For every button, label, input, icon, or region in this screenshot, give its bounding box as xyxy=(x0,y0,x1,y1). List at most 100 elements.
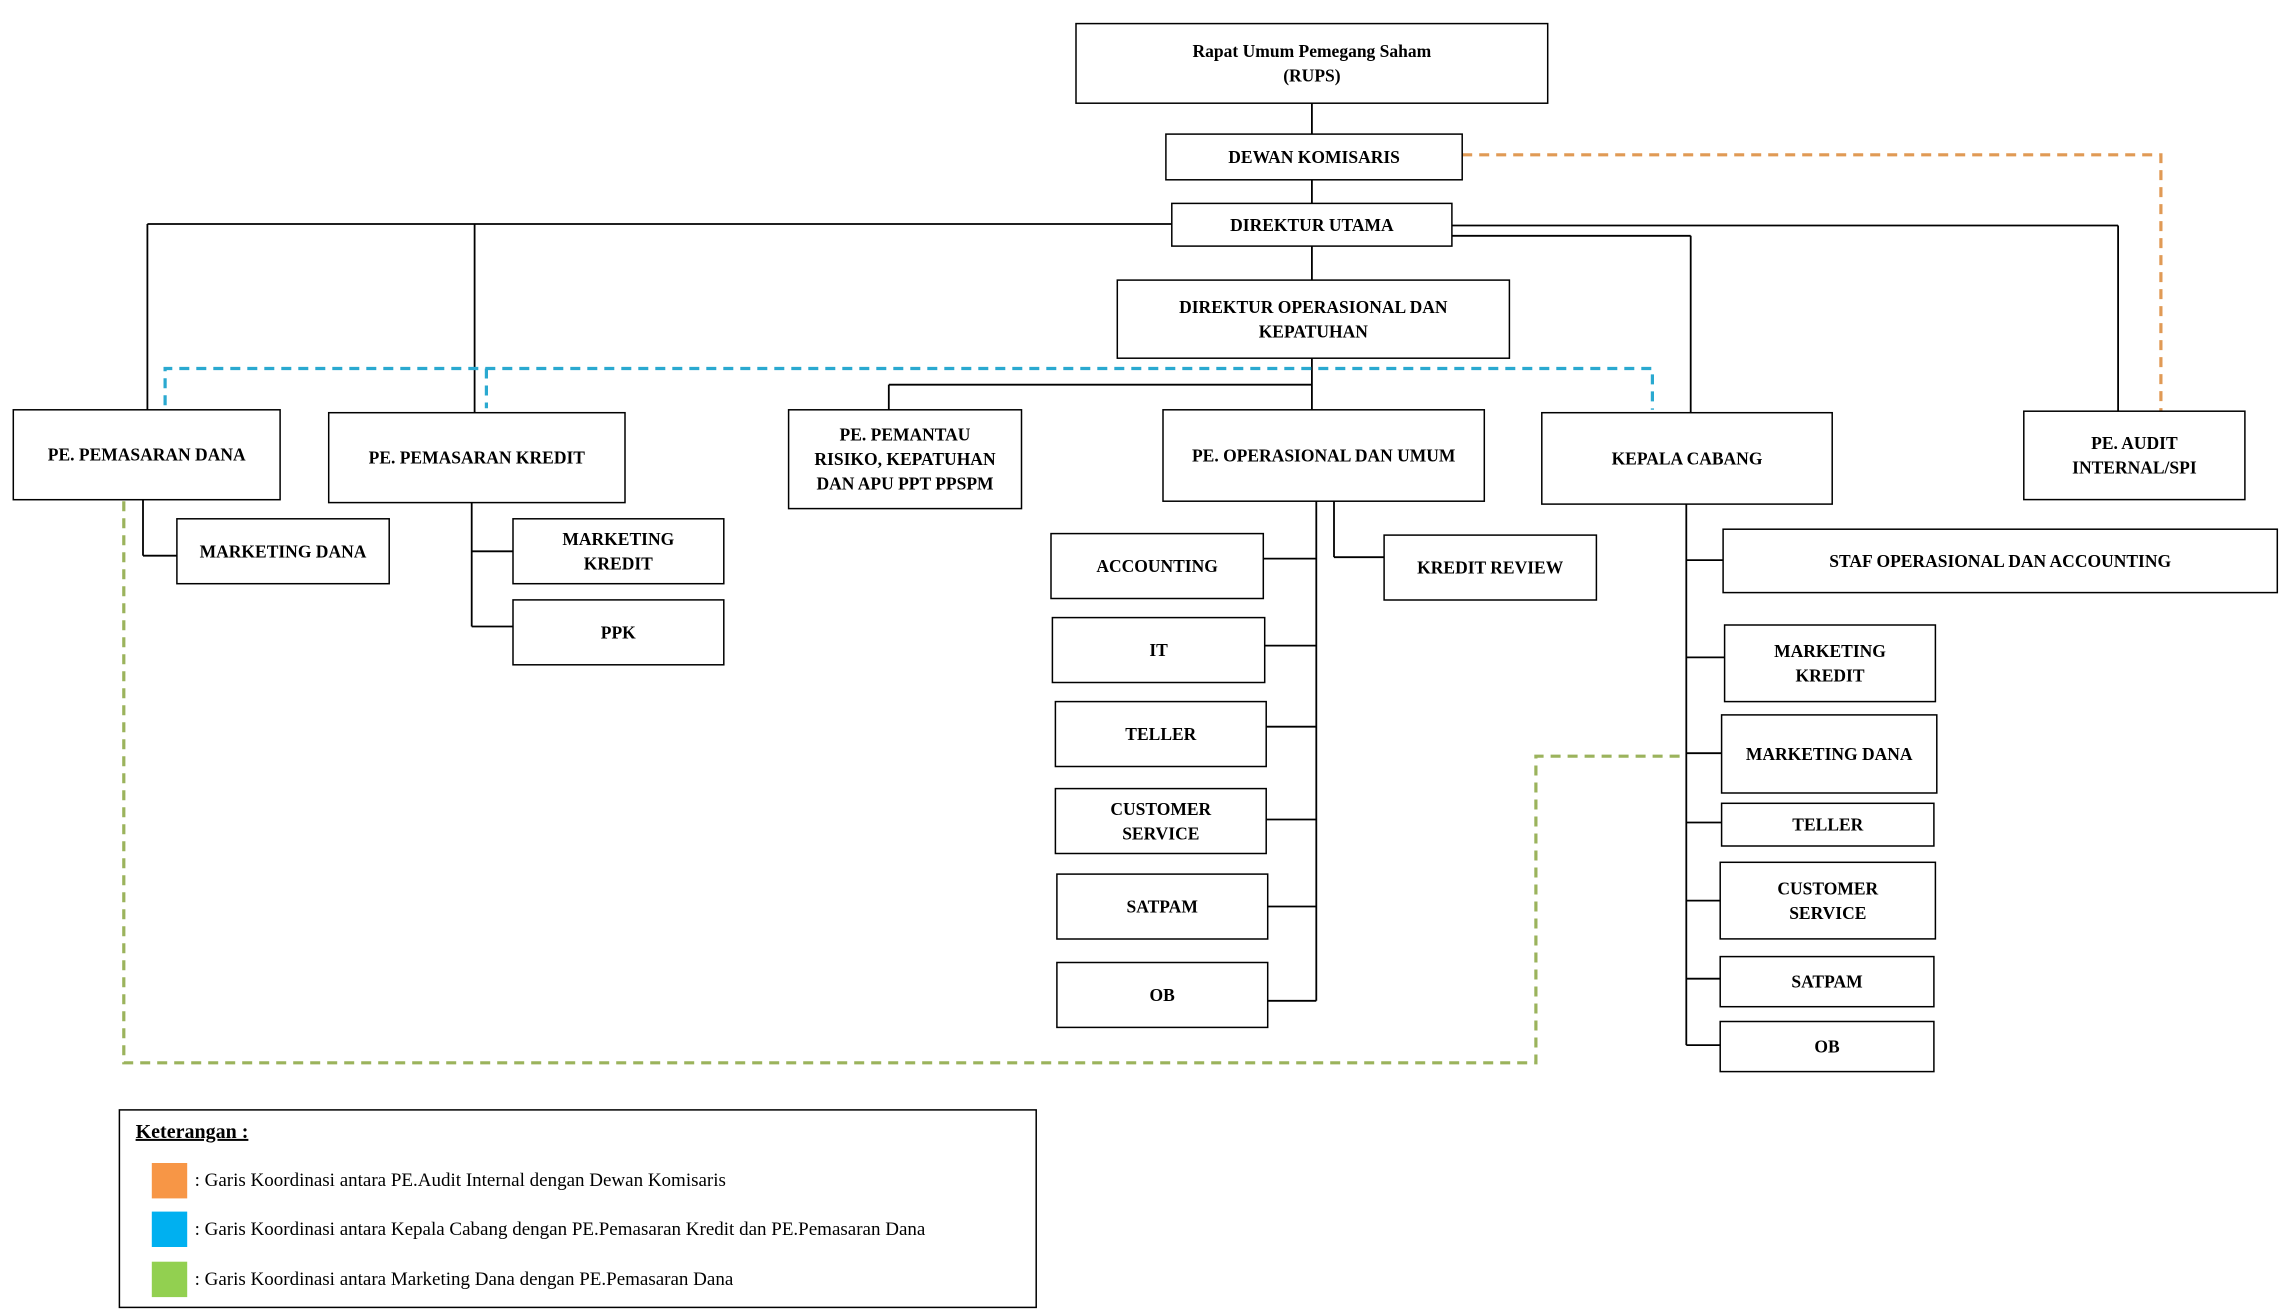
pe-pemasaran-kredit-box: PE. PEMASARAN KREDIT xyxy=(327,411,626,504)
node-label: TELLER xyxy=(1792,815,1863,835)
node-label: Rapat Umum Pemegang Saham xyxy=(1193,41,1432,61)
marketing-dana-box: MARKETING DANA xyxy=(176,518,390,585)
pe-audit-internal-box: PE. AUDIT INTERNAL/SPI xyxy=(2023,410,2246,501)
node-label: OB xyxy=(1814,1037,1840,1057)
node-frame xyxy=(1056,873,1269,940)
it-box: IT xyxy=(1051,616,1266,684)
node-label: PE. AUDIT xyxy=(2091,433,2178,453)
node-label: SATPAM xyxy=(1127,897,1199,917)
node-frame xyxy=(1383,534,1598,601)
node-frame xyxy=(1171,202,1453,247)
pe-pemantau-risiko-box: PE. PEMANTAU RISIKO, KEPATUHAN DAN APU PPT… xyxy=(787,409,1023,510)
node-label: MARKETING xyxy=(562,529,674,549)
branch-customer-service-box: CUSTOMER SERVICE xyxy=(1719,861,1937,940)
node-label: KEPATUHAN xyxy=(1259,321,1369,341)
staf-operasional-box: STAF OPERASIONAL DAN ACCOUNTING xyxy=(1722,528,2279,594)
satpam-box: SATPAM xyxy=(1056,873,1269,940)
node-frame xyxy=(1719,1020,1935,1073)
node-label: PE. PEMASARAN DANA xyxy=(48,445,246,465)
legend-item-text: : Garis Koordinasi antara PE.Audit Inter… xyxy=(195,1170,726,1191)
node-label: RISIKO, KEPATUHAN xyxy=(814,449,996,469)
direktur-utama-box: DIREKTUR UTAMA xyxy=(1171,202,1453,247)
node-label: DIREKTUR OPERASIONAL DAN xyxy=(1179,297,1448,317)
branch-marketing-kredit-box: MARKETING KREDIT xyxy=(1723,624,1937,703)
node-frame xyxy=(1050,532,1265,600)
legend-title: Keterangan : xyxy=(136,1121,249,1143)
customer-service-box: CUSTOMER SERVICE xyxy=(1054,787,1267,855)
legend: Keterangan :: Garis Koordinasi antara PE… xyxy=(118,1109,1037,1309)
ob-box: OB xyxy=(1056,961,1269,1029)
node-frame xyxy=(1719,861,1937,940)
node-label: KREDIT xyxy=(584,554,653,574)
org-nodes: Rapat Umum Pemegang Saham (RUPS) DEWAN KOM… xyxy=(12,22,2279,1073)
branch-teller-box: TELLER xyxy=(1720,802,1935,847)
node-label: KEPALA CABANG xyxy=(1612,448,1763,468)
legend-color-swatch xyxy=(151,1211,188,1247)
node-frame xyxy=(1541,411,1833,505)
branch-marketing-dana-box: MARKETING DANA xyxy=(1720,714,1938,794)
pe-operasional-umum-box: PE. OPERASIONAL DAN UMUM xyxy=(1162,409,1486,502)
node-label: ACCOUNTING xyxy=(1096,556,1218,576)
node-label: INTERNAL/SPI xyxy=(2072,458,2197,478)
direktur-operasional-box: DIREKTUR OPERASIONAL DAN KEPATUHAN xyxy=(1116,279,1511,359)
node-frame xyxy=(1720,802,1935,847)
node-frame xyxy=(512,518,725,585)
teller-box: TELLER xyxy=(1054,700,1267,768)
node-frame xyxy=(1719,955,1935,1008)
node-frame xyxy=(1075,22,1549,104)
node-frame xyxy=(327,411,626,504)
node-frame xyxy=(1165,133,1463,181)
branch-satpam-box: SATPAM xyxy=(1719,955,1935,1008)
node-label: CUSTOMER xyxy=(1777,878,1878,898)
legend-item-text: : Garis Koordinasi antara Marketing Dana… xyxy=(195,1269,734,1290)
node-frame xyxy=(12,409,281,501)
node-frame xyxy=(176,518,390,585)
node-frame xyxy=(1116,279,1511,359)
node-label: MARKETING DANA xyxy=(200,541,367,561)
dewan-komisaris-box: DEWAN KOMISARIS xyxy=(1165,133,1463,181)
audit-coordination-line xyxy=(1462,153,2163,412)
marketing-kredit-box: MARKETING KREDIT xyxy=(512,518,725,585)
node-label: PE. PEMANTAU xyxy=(840,425,971,445)
node-frame xyxy=(1723,624,1937,703)
branch-ob-box: OB xyxy=(1719,1020,1935,1073)
node-frame xyxy=(787,409,1023,510)
node-label: CUSTOMER xyxy=(1110,799,1211,819)
node-frame xyxy=(512,599,725,666)
node-label: KREDIT REVIEW xyxy=(1417,558,1564,578)
rups-box: Rapat Umum Pemegang Saham (RUPS) xyxy=(1075,22,1549,104)
marketing-dana-coordination-line xyxy=(122,501,1687,1065)
node-label: TELLER xyxy=(1125,724,1196,744)
legend-item-text: : Garis Koordinasi antara Kepala Cabang … xyxy=(195,1219,926,1240)
node-label: DIREKTUR UTAMA xyxy=(1230,215,1394,235)
accounting-box: ACCOUNTING xyxy=(1050,532,1265,600)
node-label: DEWAN KOMISARIS xyxy=(1228,147,1400,167)
legend-frame xyxy=(118,1109,1037,1309)
node-label: PPK xyxy=(601,622,636,642)
node-label: STAF OPERASIONAL DAN ACCOUNTING xyxy=(1829,551,2171,571)
node-label: SERVICE xyxy=(1789,903,1866,923)
node-frame xyxy=(1720,714,1938,794)
kredit-review-box: KREDIT REVIEW xyxy=(1383,534,1598,601)
node-label: MARKETING xyxy=(1774,641,1886,661)
node-label: (RUPS) xyxy=(1283,66,1341,86)
node-label: SERVICE xyxy=(1122,823,1199,843)
node-frame xyxy=(2023,410,2246,501)
pe-pemasaran-dana-box: PE. PEMASARAN DANA xyxy=(12,409,281,501)
node-label: OB xyxy=(1150,985,1176,1005)
node-frame xyxy=(1056,961,1269,1029)
branch-coordination-line xyxy=(163,366,1655,410)
legend-color-swatch xyxy=(151,1163,188,1199)
ppk-box: PPK xyxy=(512,599,725,666)
node-label: KREDIT xyxy=(1795,666,1864,686)
node-frame xyxy=(1051,616,1266,684)
node-label: PE. OPERASIONAL DAN UMUM xyxy=(1192,446,1456,466)
node-label: PE. PEMASARAN KREDIT xyxy=(369,448,586,468)
legend-color-swatch xyxy=(151,1261,188,1298)
node-label: DAN APU PPT PPSPM xyxy=(816,474,994,494)
kepala-cabang-box: KEPALA CABANG xyxy=(1541,411,1833,505)
node-frame xyxy=(1054,787,1267,855)
node-frame xyxy=(1162,409,1486,502)
node-label: SATPAM xyxy=(1791,972,1863,992)
